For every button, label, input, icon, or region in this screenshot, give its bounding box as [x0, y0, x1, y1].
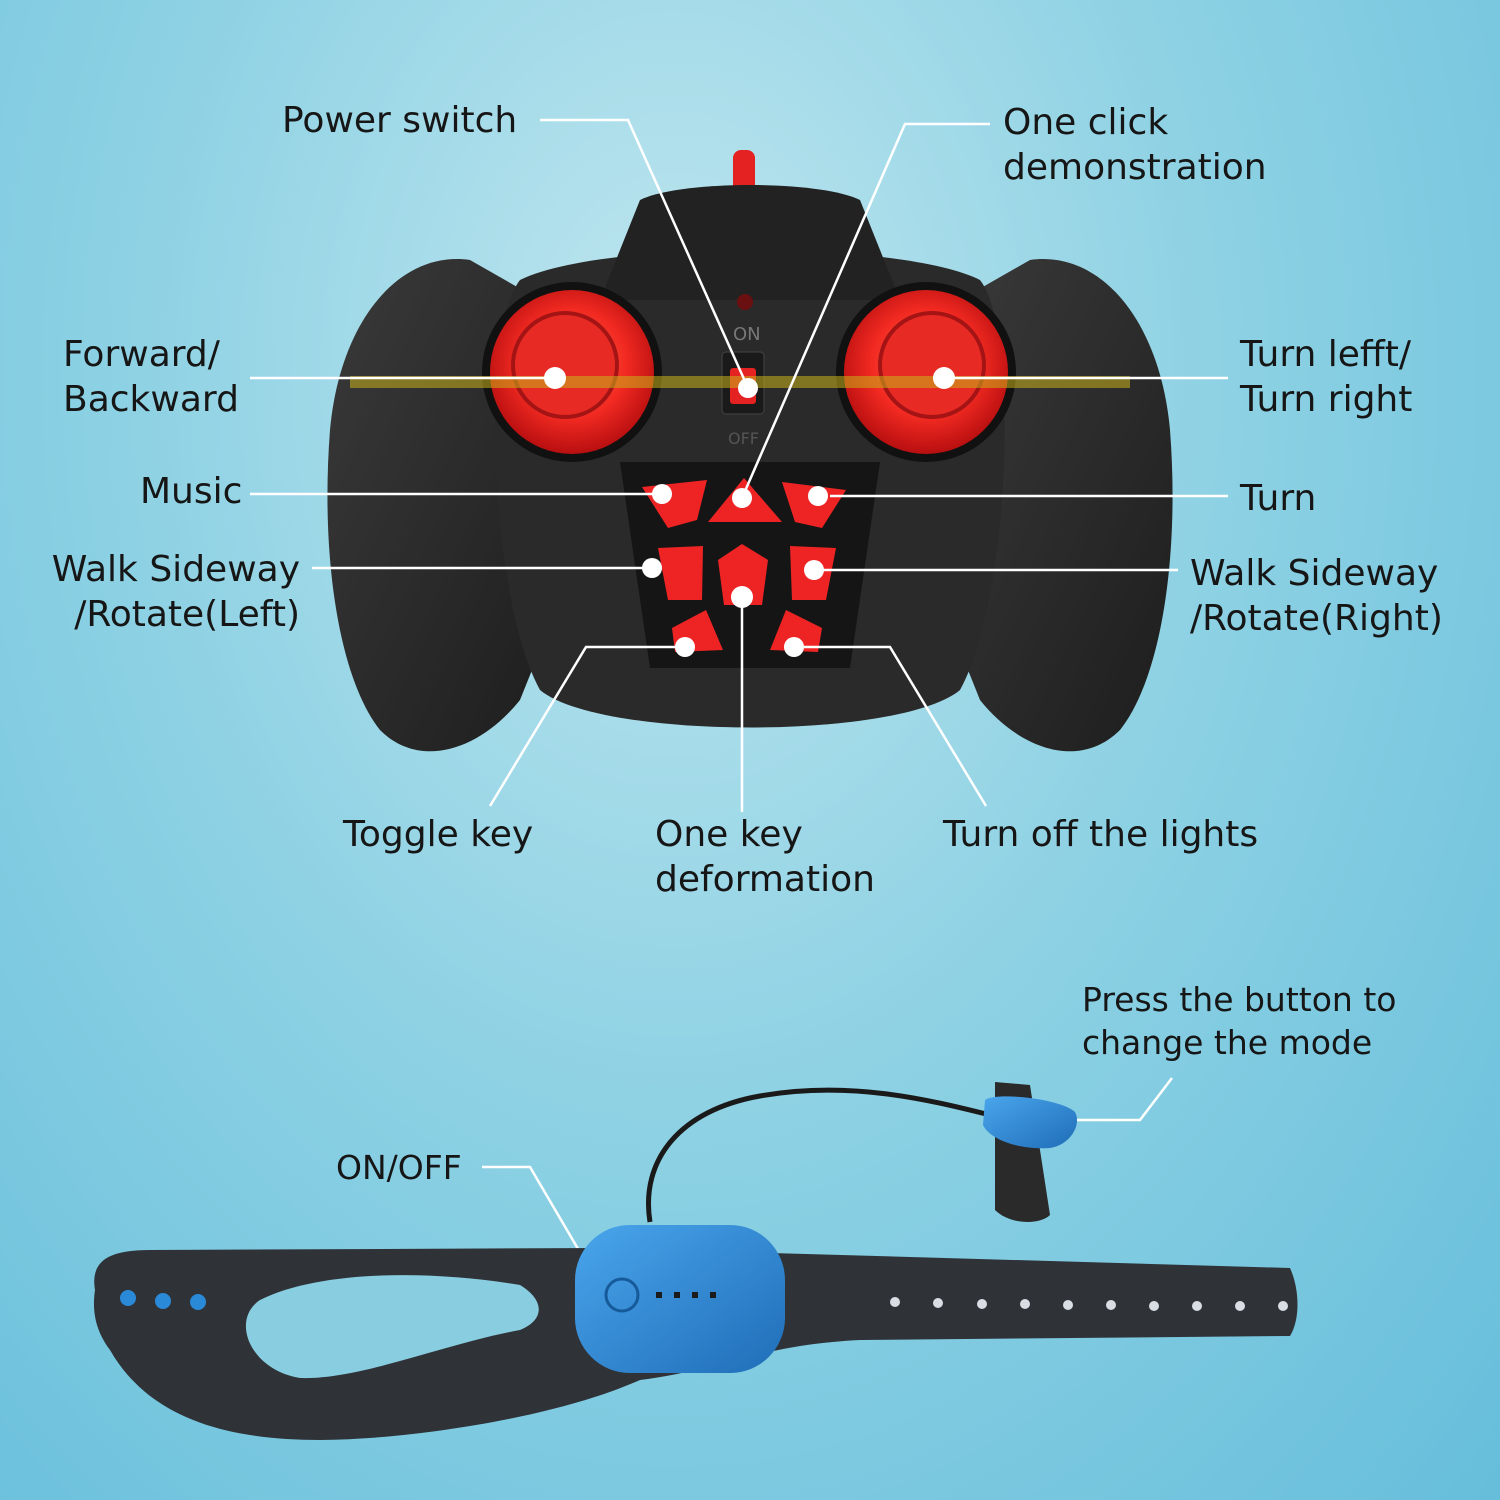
label-turn: Turn: [1240, 478, 1317, 519]
power-switch-dot: [738, 378, 758, 398]
lights-button[interactable]: [770, 610, 822, 652]
demo-dot: [732, 488, 752, 508]
deform-button[interactable]: [718, 544, 768, 605]
walk-right-dot: [804, 560, 824, 580]
leader-lines: [250, 118, 1228, 1301]
label-walk-left-line1: Walk Sideway: [51, 549, 300, 590]
label-power-switch: Power switch: [282, 100, 518, 141]
label-forward-line1: Forward/: [63, 334, 220, 375]
label-lights-off: Turn off the lights: [943, 814, 1259, 855]
label-music: Music: [140, 471, 243, 512]
forward-dot: [544, 367, 566, 389]
label-on-off: ON/OFF: [336, 1148, 462, 1187]
label-one-key-line1: One key: [655, 814, 803, 855]
label-press-line2: change the mode: [1082, 1023, 1373, 1062]
label-walk-left-line2: /Rotate(Left): [74, 594, 300, 635]
mode-button[interactable]: [983, 1096, 1078, 1149]
deform-dot: [731, 586, 753, 608]
label-walk-right-line1: Walk Sideway: [1190, 553, 1439, 594]
strap-loop: [245, 1275, 539, 1379]
left-joystick[interactable]: [482, 282, 662, 462]
label-one-key: One key deformation: [655, 812, 875, 902]
label-walk-left: Walk Sideway /Rotate(Left): [52, 547, 300, 637]
power-icon[interactable]: [604, 1277, 640, 1313]
controller-top: [600, 185, 900, 300]
wrist-controller: [93, 1082, 1298, 1440]
music-dot: [652, 484, 672, 504]
label-one-click: One click demonstration: [1003, 100, 1267, 190]
label-turn-left-right: Turn lefft/ Turn right: [1240, 332, 1412, 422]
power-led: [737, 294, 753, 310]
label-forward-backward: Forward/ Backward: [63, 332, 239, 422]
remote-controller: ON OFF: [327, 150, 1173, 752]
label-turn-lr-line1: Turn lefft/: [1240, 334, 1411, 375]
label-one-key-line2: deformation: [655, 859, 875, 900]
watch-body: [575, 1225, 785, 1373]
walk-left-button[interactable]: [658, 546, 703, 600]
toggle-dot: [675, 637, 695, 657]
turn-lr-dot: [933, 367, 955, 389]
right-joystick[interactable]: [836, 282, 1016, 462]
lights-dot: [784, 637, 804, 657]
label-toggle-key: Toggle key: [343, 814, 534, 855]
switch-on-text: ON: [733, 324, 761, 345]
label-walk-right-line2: /Rotate(Right): [1190, 598, 1443, 639]
label-walk-right: Walk Sideway /Rotate(Right): [1190, 551, 1443, 641]
label-turn-lr-line2: Turn right: [1240, 379, 1413, 420]
label-one-click-line2: demonstration: [1003, 147, 1267, 188]
label-one-click-line1: One click: [1003, 102, 1169, 143]
cable: [646, 1087, 991, 1223]
turn-dot: [808, 486, 828, 506]
label-press-mode: Press the button to change the mode: [1082, 978, 1396, 1064]
walk-left-dot: [642, 558, 662, 578]
label-press-line1: Press the button to: [1082, 980, 1397, 1019]
switch-off-text: OFF: [728, 429, 759, 448]
antenna: [733, 150, 755, 194]
label-forward-line2: Backward: [63, 379, 239, 420]
